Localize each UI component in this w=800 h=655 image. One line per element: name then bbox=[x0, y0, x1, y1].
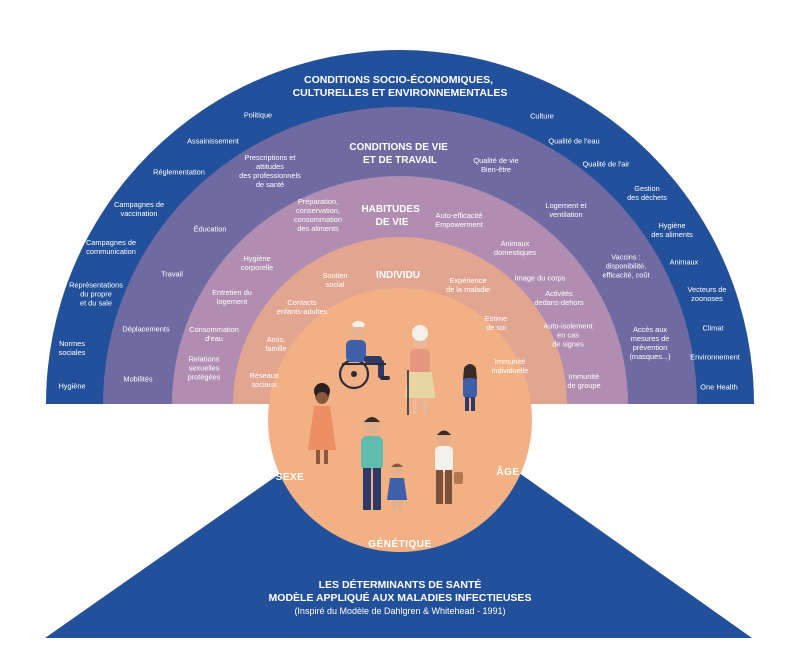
label-genetics: GÉNÉTIQUE bbox=[368, 537, 431, 550]
elderly-woman-icon bbox=[405, 325, 435, 415]
ring4-item: Amis,famille bbox=[265, 335, 286, 353]
ring2-item: Mobilités bbox=[123, 375, 152, 384]
outer-ring-item: Politique bbox=[244, 111, 272, 120]
outer-ring-item: Climat bbox=[703, 324, 724, 333]
outer-ring-item: Animaux bbox=[670, 258, 699, 267]
young-man-icon bbox=[435, 430, 463, 504]
label-age: ÂGE bbox=[496, 465, 519, 478]
ring3-item: Image du corps bbox=[515, 274, 566, 283]
outer-ring-item: Qualité de l'air bbox=[582, 160, 630, 169]
ring3-title: HABITUDES DE VIE bbox=[361, 204, 422, 228]
footer-title-line1: LES DÉTERMINANTS DE SANTÉ bbox=[319, 578, 482, 591]
outer-ring-item: Réglementation bbox=[153, 168, 205, 177]
people-illustration bbox=[308, 321, 477, 510]
outer-ring-items: PolitiqueAssainissementRéglementationCam… bbox=[58, 111, 739, 392]
wheelchair-person-icon bbox=[338, 321, 390, 390]
outer-ring-item: One Health bbox=[700, 383, 737, 392]
woman-with-baby-icon bbox=[463, 364, 477, 411]
ring2-title: CONDITIONS DE VIE ET DE TRAVAIL bbox=[349, 142, 450, 166]
man-icon bbox=[361, 417, 383, 510]
outer-title: CONDITIONS SOCIO-ÉCONOMIQUES, CULTURELLE… bbox=[293, 73, 508, 99]
label-sex: SEXE bbox=[276, 472, 305, 483]
outer-ring-item: Assainissement bbox=[187, 137, 239, 146]
ring4-title: INDIVIDU bbox=[376, 270, 420, 281]
ring2-item: Déplacements bbox=[122, 325, 170, 334]
center-circle bbox=[268, 288, 532, 552]
outer-ring-item: Environnement bbox=[690, 353, 740, 362]
outer-ring-item: Qualité de l'eau bbox=[548, 137, 599, 146]
outer-ring-item: Hygiène bbox=[58, 382, 85, 391]
woman-dress-icon bbox=[308, 383, 336, 464]
outer-ring-item: Culture bbox=[530, 112, 554, 121]
ring2-item: Éducation bbox=[194, 225, 227, 234]
footer-title-line2: MODÈLE APPLIQUÉ AUX MALADIES INFECTIEUSE… bbox=[269, 591, 532, 604]
ring2-item: Travail bbox=[161, 270, 183, 279]
ring2-item: Vaccins :disponibilité,efficacité, coût bbox=[602, 253, 649, 280]
child-icon bbox=[387, 463, 407, 510]
base-trapezoid bbox=[45, 470, 752, 638]
footer-subtitle: (Inspiré du Modèle de Dahlgren & Whitehe… bbox=[294, 606, 505, 616]
